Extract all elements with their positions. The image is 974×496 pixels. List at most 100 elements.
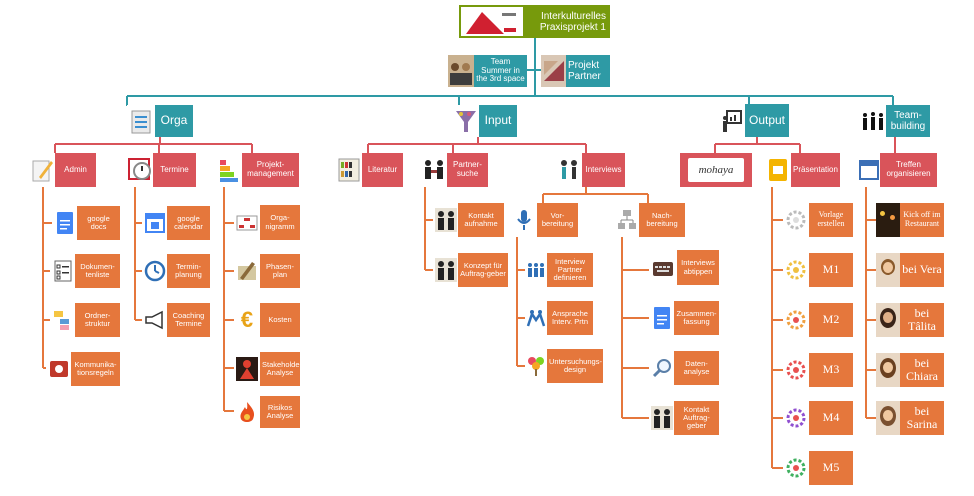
literatur-node[interactable]: Literatur: [335, 153, 403, 187]
literatur-label: Literatur: [367, 165, 398, 174]
m3-node[interactable]: M3: [783, 353, 853, 387]
m4-label: M4: [822, 411, 840, 425]
vorlage-erstellen-label: Vorlage erstellen: [817, 211, 845, 228]
flower-icon: [783, 401, 809, 435]
partnersuche-node[interactable]: Partner-suche: [420, 153, 488, 187]
coaching-termine-node[interactable]: Coaching Termine: [142, 303, 210, 337]
orga-node[interactable]: Orga: [127, 105, 193, 137]
kickoff-node[interactable]: Kick off im Restaurant: [876, 203, 944, 237]
presentation-board-icon: [719, 104, 745, 137]
output-node[interactable]: Output: [719, 104, 789, 137]
kontakt-aufnahme-node[interactable]: Kontakt aufnahme: [433, 203, 504, 237]
konzept-auftraggeber-node[interactable]: Konzept für Auftrag-geber: [433, 253, 508, 287]
clipboard-icon: [127, 105, 155, 137]
praesentation-node[interactable]: Präsentation: [764, 153, 840, 187]
m3-label: M3: [822, 363, 840, 377]
zusammenfassung-label: Zusammen-fassung: [676, 309, 717, 326]
interview-partner-definieren-node[interactable]: Interview Partner definieren: [525, 253, 593, 287]
orga-label: Orga: [160, 114, 188, 128]
google-docs-node[interactable]: google docs: [52, 206, 120, 240]
mohaya-logo: mohaya: [688, 158, 744, 182]
bei-sarina-node[interactable]: bei Sarina: [876, 401, 944, 435]
hs-logo-icon: [459, 5, 525, 38]
microphone-icon: [510, 203, 537, 237]
m2-node[interactable]: M2: [783, 303, 853, 337]
organigramm-node[interactable]: Orga-nigramm: [234, 205, 300, 240]
bei-talita-node[interactable]: bei Tâlita: [876, 303, 944, 337]
flower-icon: [783, 353, 809, 387]
google-calendar-icon: [142, 206, 167, 240]
untersuchungsdesign-node[interactable]: Untersuchungs-design: [525, 349, 603, 383]
root-node[interactable]: Interkulturelles Praxisprojekt 1: [459, 5, 610, 38]
people-talking-icon: [525, 301, 547, 335]
gear-flower-icon: [783, 203, 809, 237]
projektmanagement-label: Projekt-management: [247, 161, 294, 178]
input-label: Input: [484, 114, 512, 128]
bei-chiara-node[interactable]: bei Chiara: [876, 353, 944, 387]
interviews-abtippen-label: Interviews abtippen: [681, 259, 715, 276]
pyramid-chart-icon: [215, 153, 242, 187]
projektmanagement-node[interactable]: Projekt-management: [215, 153, 299, 187]
coaching-termine-label: Coaching Termine: [172, 311, 205, 328]
termine-node[interactable]: Termine: [126, 153, 196, 187]
mohaya-node[interactable]: mohaya: [680, 153, 752, 187]
ansprache-label: Ansprache Interv. Prtn: [551, 309, 589, 326]
m1-label: M1: [822, 263, 840, 277]
interviews-node[interactable]: Interviews: [555, 153, 625, 187]
admin-label: Admin: [64, 165, 87, 174]
m5-label: M5: [822, 461, 840, 475]
ordnerstruktur-node[interactable]: Ordner-struktur: [50, 303, 120, 337]
flower-icon: [783, 253, 809, 287]
avatar: [876, 353, 900, 387]
termine-label: Termine: [160, 165, 189, 174]
restaurant-photo-icon: [876, 203, 900, 237]
bookshelf-icon: [335, 153, 362, 187]
clock-calendar-icon: [126, 153, 153, 187]
vorbereitung-node[interactable]: Vor-bereitung: [510, 203, 578, 237]
stakeholder-figures-icon: [234, 352, 260, 386]
input-node[interactable]: Input: [453, 105, 517, 137]
colorful-tree-icon: [525, 349, 547, 383]
nachbereitung-node[interactable]: Nach-bereitung: [614, 203, 685, 237]
terminplanung-node[interactable]: Termin-planung: [142, 254, 210, 288]
network-icon: [614, 203, 639, 237]
kosten-node[interactable]: € Kosten: [234, 303, 300, 337]
avatar: [876, 253, 900, 287]
bei-vera-node[interactable]: bei Vera: [876, 253, 944, 287]
kommunikationsregeln-node[interactable]: Kommunika-tionsregeln: [46, 352, 120, 386]
handshake-people-icon: [433, 203, 458, 237]
datenanalyse-node[interactable]: Daten-analyse: [649, 351, 719, 385]
risikos-analyse-node[interactable]: Risikos Analyse: [234, 396, 300, 428]
stakeholder-analyse-node[interactable]: Stakeholder Analyse: [234, 352, 300, 386]
ansprache-node[interactable]: Ansprache Interv. Prtn: [525, 301, 593, 335]
praesentation-label: Präsentation: [793, 165, 838, 174]
phasenplan-node[interactable]: Phasen-plan: [234, 254, 300, 288]
vorlage-erstellen-node[interactable]: Vorlage erstellen: [783, 203, 853, 237]
m5-node[interactable]: M5: [783, 451, 853, 485]
interviews-abtippen-node[interactable]: Interviews abtippen: [649, 250, 719, 285]
google-calendar-node[interactable]: google calendar: [142, 206, 210, 240]
teambuilding-node[interactable]: Team-building: [860, 105, 930, 137]
m4-node[interactable]: M4: [783, 401, 853, 435]
business-people-icon: [649, 401, 674, 435]
partner-node[interactable]: Projekt Partner: [541, 55, 610, 87]
interviews-label: Interviews: [585, 165, 622, 174]
datenanalyse-label: Daten-analyse: [683, 359, 710, 376]
vorbereitung-label: Vor-bereitung: [541, 211, 574, 228]
dokumentenliste-node[interactable]: Dokumen-tenliste: [50, 254, 120, 288]
google-docs-label: google docs: [87, 214, 110, 231]
org-chart-icon: [234, 205, 260, 240]
kickoff-label: Kick off im Restaurant: [903, 211, 941, 228]
admin-node[interactable]: Admin: [28, 153, 96, 187]
root-label: Interkulturelles Praxisprojekt 1: [539, 10, 606, 33]
terminplanung-label: Termin-planung: [175, 262, 202, 279]
bei-talita-label: bei Tâlita: [908, 306, 936, 333]
team-node[interactable]: Team Summer in the 3rd space: [448, 55, 527, 87]
clock-icon: [142, 254, 167, 288]
people-group-icon: [525, 253, 547, 287]
zusammenfassung-node[interactable]: Zusammen-fassung: [649, 301, 719, 335]
m1-node[interactable]: M1: [783, 253, 853, 287]
bei-chiara-label: bei Chiara: [906, 356, 938, 383]
kontakt-auftraggeber-node[interactable]: Kontakt Auftrag-geber: [649, 401, 719, 435]
treffen-node[interactable]: Treffen organisieren: [857, 153, 937, 187]
